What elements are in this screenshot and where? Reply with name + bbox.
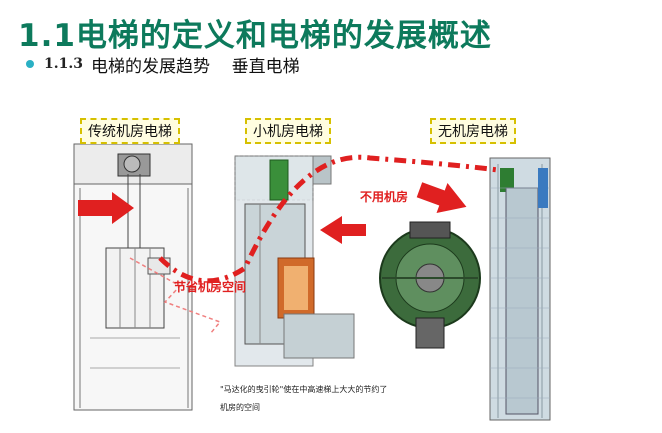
small-room-elevator-drawing xyxy=(234,155,355,367)
roomless-elevator-drawing xyxy=(489,157,551,421)
traditional-elevator-drawing xyxy=(73,143,193,411)
label-no-room: 不用机房 xyxy=(360,190,409,204)
elevator-diagram: 传统机房电梯 小机房电梯 无机房电梯 节省机房空间 不用机房 "马达化的曳引轮"… xyxy=(70,108,570,430)
bullet-item: 1.1.3 电梯的发展趋势 垂直电梯 xyxy=(26,53,300,77)
bullet-text: 电梯的发展趋势 垂直电梯 xyxy=(90,56,300,77)
caption-line-1: "马达化的曳引轮"使在中高速梯上大大的节约了 xyxy=(220,385,388,394)
caption-line-2: 机房的空间 xyxy=(220,403,260,412)
label-roomless: 无机房电梯 xyxy=(430,118,516,144)
label-traditional: 传统机房电梯 xyxy=(80,118,180,144)
bullet-number: 1.1.3 xyxy=(44,56,83,72)
evolution-arrow xyxy=(158,154,499,284)
label-small-room: 小机房电梯 xyxy=(245,118,331,144)
bullet-dot-icon xyxy=(26,60,34,68)
left-red-arrow xyxy=(78,192,134,224)
zigzag-arrow xyxy=(129,257,222,335)
slide-title: 1.1电梯的定义和电梯的发展概述 xyxy=(18,18,492,54)
elevator-illustration xyxy=(73,143,551,421)
middle-red-arrow xyxy=(320,216,366,244)
right-red-arrow xyxy=(416,182,467,214)
label-saves-space: 节省机房空间 xyxy=(174,280,247,294)
traction-machine-drawing xyxy=(379,221,481,349)
